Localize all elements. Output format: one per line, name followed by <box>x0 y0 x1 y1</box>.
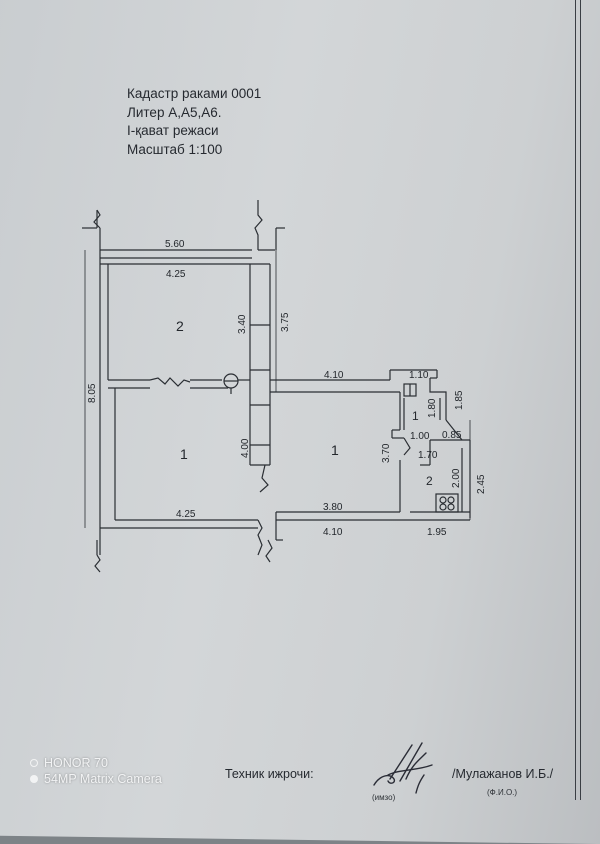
floor-plan: 5.60 4.25 8.05 3.75 3.40 4.00 4.10 1.10 … <box>82 200 487 573</box>
dim-left-total: 8.05 <box>87 383 98 403</box>
name-caption: (Ф.И.О.) <box>487 788 518 797</box>
dim-top-outer: 5.60 <box>165 239 185 250</box>
frame-line-inner <box>575 0 576 800</box>
frame-line-outer <box>580 0 581 800</box>
dim-right-upper-outer: 3.75 <box>280 312 291 332</box>
dim-mid-lower-inner: 4.00 <box>240 438 251 458</box>
watermark-camera: 54MP Matrix Camera <box>44 772 162 786</box>
dim-small-top: 1.10 <box>409 370 429 381</box>
filled-dot-icon <box>30 775 38 783</box>
signature-caption: (имзо) <box>372 793 396 802</box>
dim-bottom-left-inner: 4.25 <box>176 509 196 520</box>
technician-signature <box>373 742 433 794</box>
room-label-2-left: 2 <box>176 318 184 334</box>
technician-name: /Мулажанов И.Б./ <box>452 767 554 781</box>
dim-small-step: 0.85 <box>442 430 462 441</box>
room-label-1-mid: 1 <box>331 442 339 458</box>
middle-top-wall <box>270 369 438 393</box>
left-wall <box>94 250 150 573</box>
camera-watermark: HONOR 70 54MP Matrix Camera <box>30 755 162 787</box>
dim-bottom-kitchen-outer: 1.95 <box>427 527 447 538</box>
dim-small-bottom: 1.00 <box>410 431 430 442</box>
dimension-lines <box>84 250 471 528</box>
dim-mid-right-inner: 3.70 <box>381 443 392 463</box>
cadastre-number: Кадастр раками 0001 <box>127 86 262 101</box>
top-wall <box>82 200 285 265</box>
dim-bottom-mid-outer: 4.10 <box>323 527 343 538</box>
central-wall <box>249 264 271 493</box>
room-label-1-small: 1 <box>412 409 419 423</box>
watermark-device: HONOR 70 <box>44 756 108 770</box>
floor-plan-title: I-қават режаси <box>127 123 219 138</box>
small-room-walls <box>391 378 463 456</box>
technician-label: Техник ижрочи: <box>225 767 314 781</box>
dim-bottom-mid-inner: 3.80 <box>323 502 343 513</box>
dim-kitchen-inner: 2.00 <box>451 468 462 488</box>
dim-small-right-outer: 1.85 <box>454 390 465 410</box>
room-label-2-small: 2 <box>426 474 433 488</box>
bottom-wall <box>100 460 470 563</box>
room-label-1-left: 1 <box>180 446 188 462</box>
dim-mid-top: 4.10 <box>324 370 344 381</box>
dim-kitchen-outer: 2.45 <box>476 474 487 494</box>
ring-dot-icon <box>30 759 38 767</box>
dim-small-right-inner: 1.80 <box>427 398 438 418</box>
liter-line: Литер А,А5,А6. <box>127 104 222 120</box>
dim-right-upper-inner: 3.40 <box>237 314 248 334</box>
document-header: Кадастр раками 0001 Литер А,А5,А6. I-қав… <box>127 85 261 159</box>
dim-kitchen-top: 1.70 <box>418 450 438 461</box>
scale-line: Масштаб 1:100 <box>127 141 223 157</box>
dim-top-inner: 4.25 <box>166 269 186 280</box>
left-door <box>149 373 250 394</box>
